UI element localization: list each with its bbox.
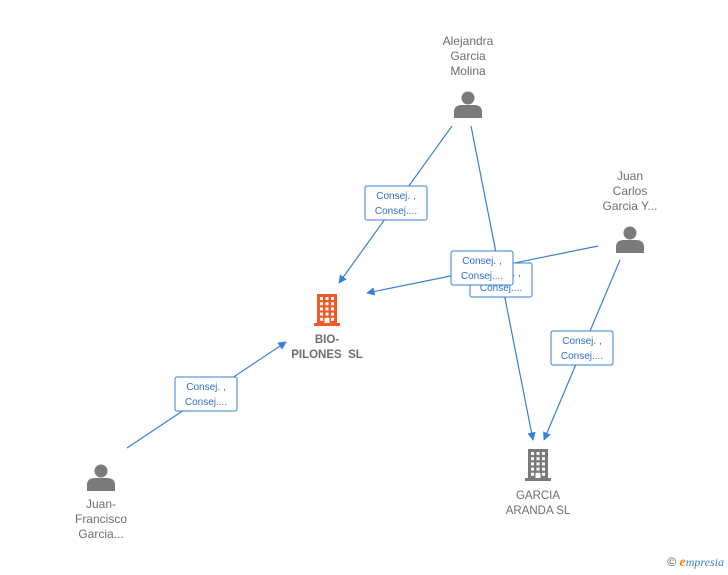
person-name-line: Garcia Y... — [603, 199, 658, 213]
copyright-symbol: © — [667, 555, 677, 569]
brand-logo-e: e — [679, 555, 686, 570]
relation-label-e5[interactable]: Consej. , Consej.... — [174, 376, 238, 412]
person-name-line: Garcia... — [78, 527, 123, 541]
person-icon — [616, 226, 644, 253]
relation-label-box — [174, 376, 238, 412]
person-icon — [87, 464, 115, 491]
relation-label-box — [450, 250, 514, 286]
person-name-line: Juan — [617, 169, 643, 183]
person-name-line: Molina — [450, 64, 486, 78]
relation-label-text: Consej. , — [562, 336, 601, 347]
company-name-line: GARCIA — [516, 490, 560, 502]
person-name-line: Juan- — [86, 497, 116, 511]
relation-label-text: Consej. , — [186, 382, 225, 393]
empresia-watermark[interactable]: © empresia — [667, 555, 724, 571]
company-node-c1[interactable]: BIO- PILONES SL — [291, 294, 363, 361]
relation-label-text: Consej. , — [376, 191, 415, 202]
building-icon — [314, 294, 340, 326]
relation-label-box — [550, 330, 614, 366]
person-name-line: Francisco — [75, 512, 127, 526]
relation-label-text: Consej.... — [375, 206, 417, 217]
relation-label-e1[interactable]: Consej. , Consej.... — [364, 185, 428, 221]
person-name-line: Garcia — [450, 49, 486, 63]
relation-label-text: Consej.... — [561, 351, 603, 362]
building-icon — [525, 449, 551, 481]
company-name-line: PILONES SL — [291, 349, 363, 361]
relation-label-text: Consej. , — [462, 256, 501, 267]
company-name-line: ARANDA SL — [506, 505, 571, 517]
person-name-line: Alejandra — [443, 34, 494, 48]
relation-label-e3[interactable]: Consej. , Consej.... — [450, 250, 514, 286]
relation-label-text: Consej.... — [480, 283, 522, 294]
relation-label-box — [364, 185, 428, 221]
relation-label-text: Consej.... — [185, 397, 227, 408]
person-icon — [454, 91, 482, 118]
relation-label-text: Consej.... — [461, 271, 503, 282]
relation-label-e4[interactable]: Consej. , Consej.... — [550, 330, 614, 366]
company-name-line: BIO- — [315, 334, 339, 346]
company-node-c2[interactable]: GARCIA ARANDA SL — [506, 449, 571, 517]
edge-labels-layer: Consej. ,Consej....Consej. ,Consej....Co… — [174, 185, 614, 412]
person-node-p3[interactable]: Juan-FranciscoGarcia... — [75, 464, 127, 542]
brand-logo-text: mpresia — [685, 555, 724, 569]
person-name-line: Carlos — [613, 184, 648, 198]
